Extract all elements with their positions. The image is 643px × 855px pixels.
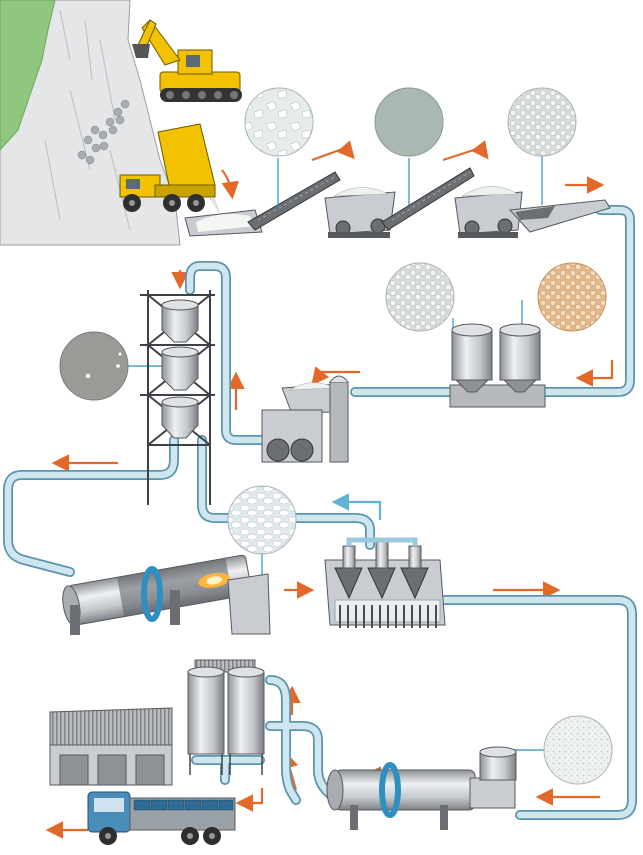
arrow-conveyor-2 [442, 140, 489, 162]
conveyor-icon [247, 171, 341, 231]
silo-tower-icon [140, 290, 215, 505]
material-sample-icon [512, 715, 613, 785]
pipe-network [3, 205, 637, 820]
storage-tank-icon [449, 323, 546, 408]
hopper-icon [454, 186, 523, 238]
material-sample-icon [374, 87, 444, 205]
delivery-truck-icon [87, 791, 236, 845]
dryer-drum-icon [326, 746, 517, 830]
material-sample-icon [507, 87, 577, 205]
material-sample-icon [385, 262, 455, 332]
screen-feeder-icon [508, 199, 611, 233]
material-sample-icon [59, 331, 162, 401]
slaker-icon [324, 537, 446, 628]
arrow-crusher-in [311, 366, 360, 386]
warehouse-icon [49, 707, 173, 786]
arrow-up-return [575, 360, 614, 387]
hopper-icon [324, 187, 396, 238]
excavator-icon [132, 19, 242, 102]
material-sample-icon [521, 262, 607, 332]
arrow-steam [331, 493, 382, 520]
arrow-dump [221, 169, 239, 200]
dump-truck-icon [119, 123, 216, 212]
hopper-icon [184, 196, 263, 237]
silo-icon [187, 659, 265, 775]
material-sample-icon [244, 87, 314, 210]
arrow-truck-down [235, 788, 264, 812]
crusher-icon [261, 375, 349, 463]
conveyor-icon [381, 167, 475, 231]
rotary-kiln-icon [62, 554, 271, 635]
arrow-conveyor-1 [311, 140, 355, 162]
